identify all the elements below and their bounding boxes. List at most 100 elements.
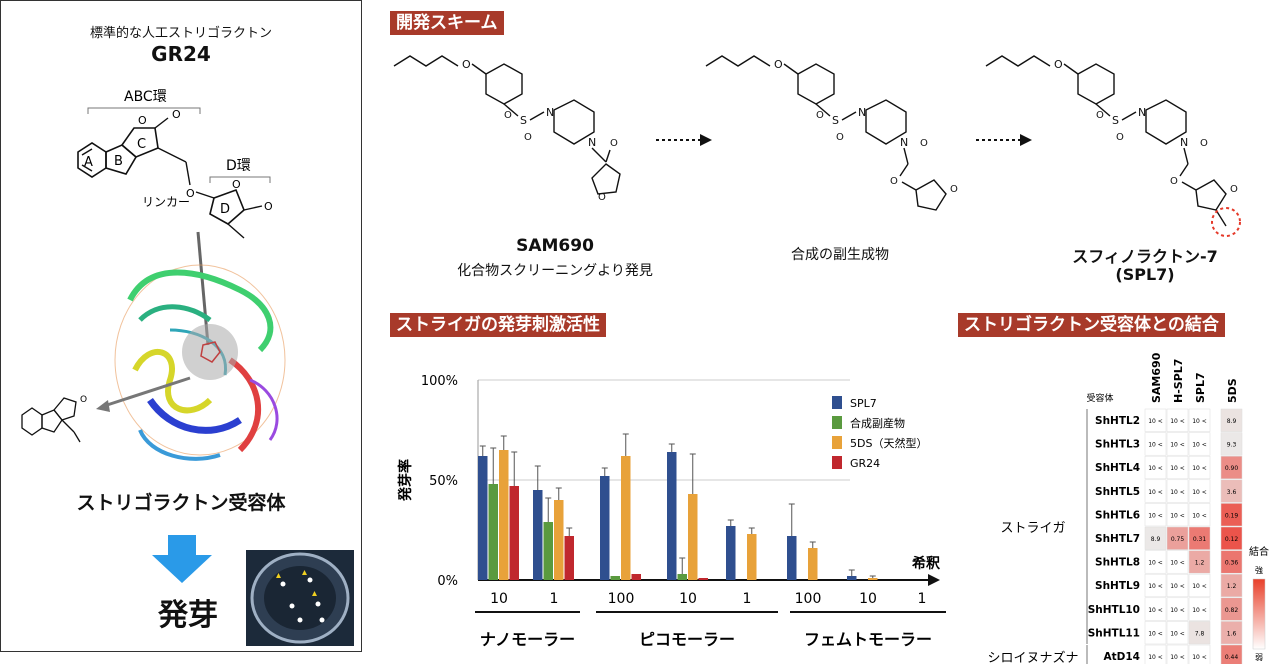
legend-swatch	[832, 396, 842, 409]
heatmap-cell	[1188, 644, 1211, 664]
bar-合成副産物	[543, 522, 553, 580]
heatmap-cell	[1188, 550, 1211, 574]
heatmap-cell	[1166, 526, 1189, 550]
heatmap-cell-value: 10 <	[1170, 512, 1185, 519]
heatmap-row-label: ShHTL11	[1088, 627, 1140, 639]
scheme-structures: O S O O N N O O O S O O N N O O	[393, 55, 1241, 237]
svg-text:N: N	[900, 136, 908, 149]
x-tick-label: 100	[608, 591, 635, 607]
heatmap-cell	[1188, 455, 1211, 480]
heatmap-cell	[1220, 526, 1243, 550]
svg-text:N: N	[858, 106, 866, 119]
heatmap-row-label: ShHTL3	[1095, 439, 1140, 451]
linker-label: リンカー	[142, 195, 190, 209]
heatmap-cell-value: 1.6	[1227, 630, 1237, 637]
y-tick-label: 50%	[429, 474, 458, 489]
x-tick-label: 10	[859, 591, 877, 607]
receptor-label: ストリゴラクトン受容体	[76, 492, 286, 514]
svg-text:O: O	[186, 187, 195, 200]
heatmap-cell	[1220, 573, 1243, 598]
svg-text:N: N	[588, 136, 596, 149]
heatmap-cell-value: 1.2	[1227, 583, 1237, 590]
svg-text:O: O	[950, 184, 958, 195]
group-label: ナノモーラー	[480, 630, 575, 649]
x-tick-label: 10	[679, 591, 697, 607]
svg-text:O: O	[774, 58, 783, 71]
x-tick-label: 100	[795, 591, 822, 607]
heatmap-cell	[1144, 408, 1167, 432]
heatmap-column-header: 5DS	[1226, 378, 1239, 403]
heatmap-cell-value: 10 <	[1148, 465, 1163, 472]
bar-SPL7	[726, 526, 736, 580]
bar-5DS（天然型）	[688, 494, 698, 580]
svg-text:O: O	[920, 138, 928, 149]
svg-text:O: O	[1230, 184, 1238, 195]
svg-text:O: O	[524, 132, 532, 143]
byproduct-structure: O S O O N N O O O	[705, 55, 958, 211]
y-tick-label: 0%	[437, 574, 458, 589]
heatmap-legend-low: 弱	[1255, 653, 1263, 662]
svg-text:O: O	[232, 178, 241, 191]
heatmap-cell	[1220, 479, 1243, 503]
y-axis-label: 発芽率	[397, 459, 414, 502]
heatmap-cell	[1144, 455, 1167, 480]
heatmap-column-header: SAM690	[1150, 352, 1163, 403]
germination-photo	[246, 550, 354, 646]
svg-text:N: N	[546, 106, 554, 119]
heatmap-cell-value: 10 <	[1192, 607, 1207, 614]
row-group-label: ストライガ	[1000, 521, 1065, 536]
svg-text:O: O	[1200, 138, 1208, 149]
germination-label: 発芽	[158, 598, 218, 633]
bar-5DS（天然型）	[621, 456, 631, 580]
bar-GR24	[509, 486, 519, 580]
gr24-subtitle: 標準的な人工ストリゴラクトン	[89, 26, 272, 41]
heatmap-cell-value: 10 <	[1170, 583, 1185, 590]
svg-text:O: O	[1054, 58, 1063, 71]
heatmap-cell-value: 10 <	[1148, 654, 1163, 661]
heatmap-cell-value: 0.75	[1171, 536, 1185, 543]
heatmap-cell	[1188, 432, 1211, 456]
heatmap-cell	[1220, 597, 1243, 621]
legend-swatch	[832, 456, 842, 469]
heatmap-row-label: AtD14	[1104, 651, 1140, 663]
heatmap-cell	[1166, 644, 1189, 664]
heatmap-legend-gradient	[1252, 578, 1266, 650]
heatmap-cell	[1188, 503, 1211, 527]
svg-text:O: O	[1170, 176, 1178, 187]
heatmap-cell	[1188, 408, 1211, 432]
heatmap-cell-value: 10 <	[1148, 489, 1163, 496]
ring-c	[120, 127, 159, 158]
ring-c-label: C	[137, 137, 146, 152]
heatmap-cell	[1166, 455, 1189, 480]
bar-GR24	[631, 574, 641, 580]
heatmap-cell-value: 0.36	[1225, 560, 1239, 567]
bar-SPL7	[533, 490, 543, 580]
gr24-structure-diagram: ABC環 D環 O O O O O A B C D リンカー	[21, 89, 354, 646]
compound1-description: 化合物スクリーニングより発見	[457, 263, 653, 279]
heatmap-cell-value: 0.31	[1193, 536, 1207, 543]
heatmap-cell-value: 8.9	[1151, 536, 1161, 543]
heatmap-cell	[1166, 432, 1189, 456]
bar-5DS（天然型）	[747, 534, 757, 580]
legend-entry: 5DS（天然型）	[850, 436, 927, 450]
heatmap-row-label: ShHTL5	[1095, 486, 1140, 498]
bar-SPL7	[667, 452, 677, 580]
heatmap-cell-value: 10 <	[1170, 418, 1185, 425]
heatmap-row-label: ShHTL7	[1095, 533, 1140, 545]
bar-合成副産物	[610, 576, 620, 580]
activity-section-title: ストライガの発芽刺激活性	[390, 313, 606, 337]
heatmap-row-label: ShHTL6	[1095, 509, 1140, 521]
heatmap-column-header: H-SPL7	[1172, 359, 1185, 403]
heatmap-cell	[1166, 573, 1189, 598]
scheme-arrow-icon	[1020, 134, 1032, 146]
heatmap-cell-value: 8.9	[1227, 418, 1237, 425]
heatmap-cell	[1188, 479, 1211, 503]
heatmap-cell-value: 10 <	[1170, 442, 1185, 449]
bar-SPL7	[847, 576, 857, 580]
heatmap-row-label: ShHTL8	[1095, 557, 1140, 569]
legend-swatch	[832, 436, 842, 449]
heatmap-cell	[1166, 550, 1189, 574]
legend-swatch	[832, 416, 842, 429]
svg-text:N: N	[1180, 136, 1188, 149]
heatmap-cell-value: 10 <	[1192, 654, 1207, 661]
